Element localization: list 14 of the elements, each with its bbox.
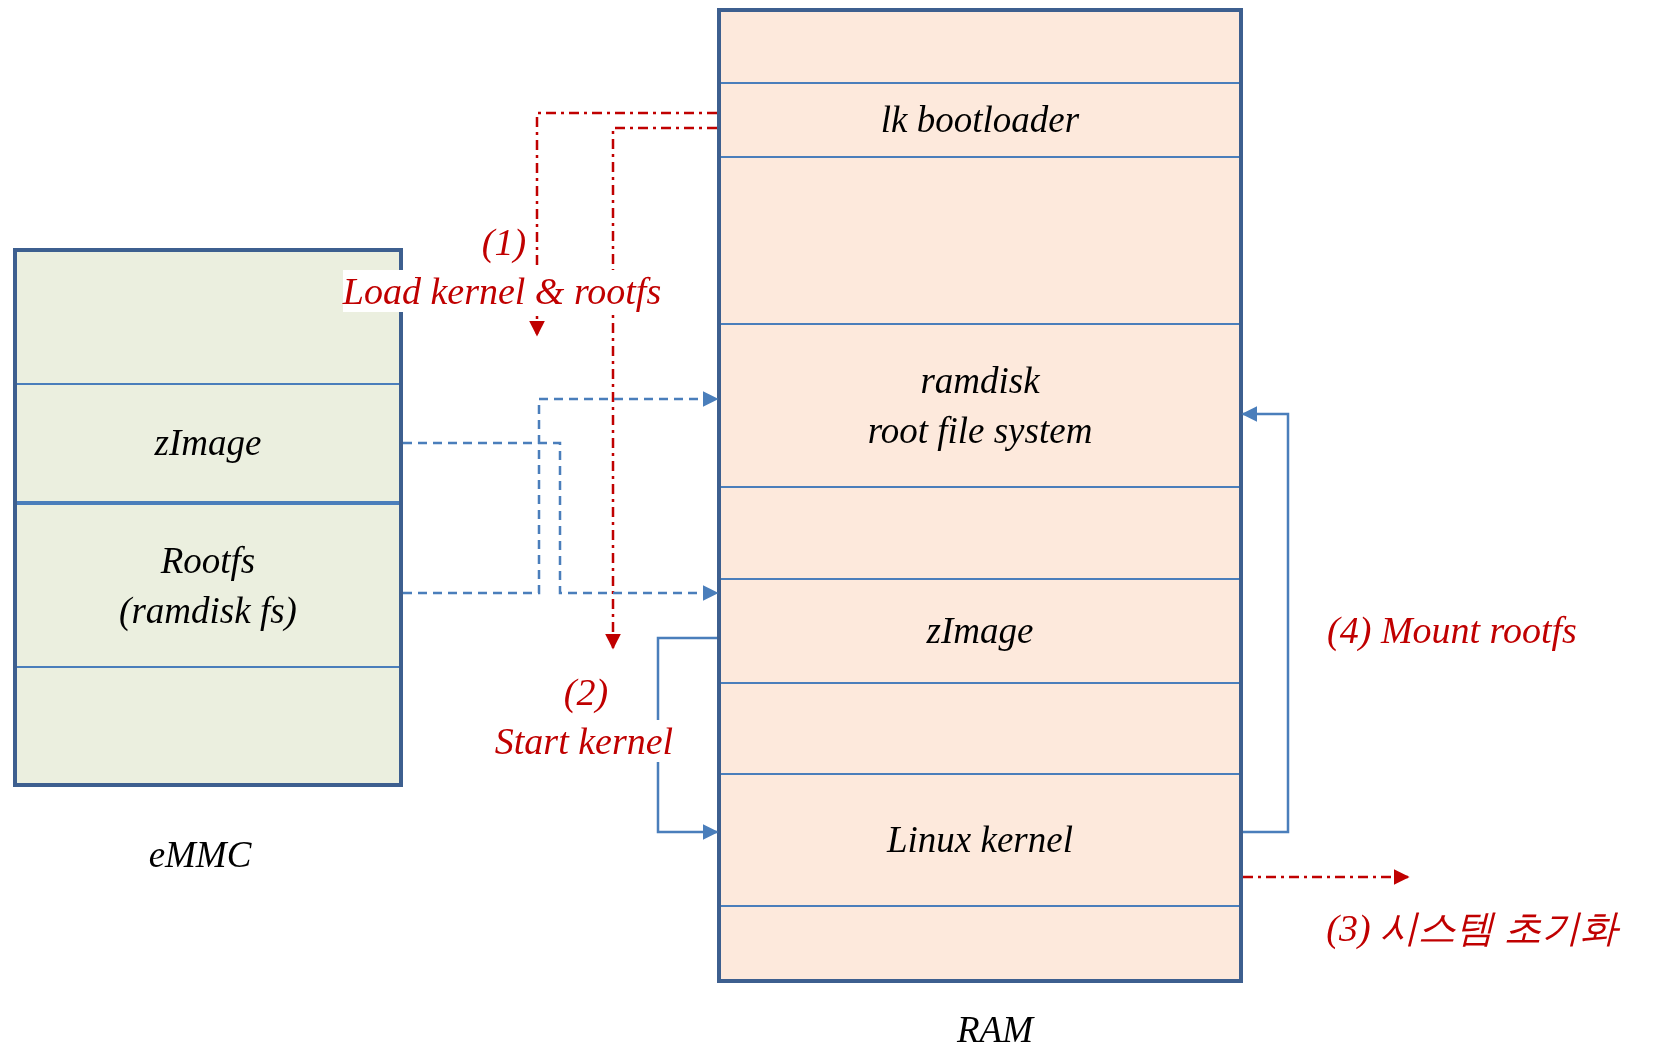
memory-section: ramdisk root file system: [721, 323, 1239, 488]
memory-section: Rootfs (ramdisk fs): [17, 503, 399, 668]
memory-section: lk bootloader: [721, 82, 1239, 158]
memory-section: zImage: [721, 578, 1239, 684]
arrow: [1243, 869, 1410, 885]
memory-label: eMMC: [148, 833, 252, 876]
arrow: [529, 111, 717, 337]
memory-section: zImage: [17, 383, 399, 503]
memory-section: Linux kernel: [721, 773, 1239, 907]
arrow: [1241, 406, 1290, 834]
arrow: [605, 126, 717, 650]
arrow: [403, 391, 719, 595]
memory-label: RAM: [957, 1008, 1033, 1051]
arrow: [403, 441, 719, 601]
